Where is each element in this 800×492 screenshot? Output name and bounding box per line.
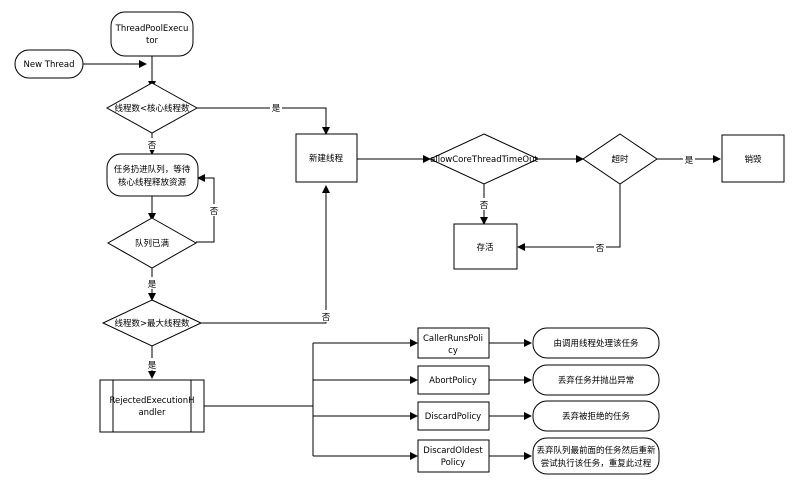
svg-text:DiscardOldest: DiscardOldest — [423, 446, 483, 456]
destroy-node: 销毁 — [721, 134, 785, 183]
svg-text:销毁: 销毁 — [744, 154, 762, 165]
caller-runs-desc-node: 由调用线程处理该任务 — [532, 327, 660, 359]
svg-text:tor: tor — [146, 36, 159, 46]
decision-timeout: 超时 — [582, 133, 658, 185]
discard-oldest-desc-node: 丢弃队列最前面的任务然后重新 尝试执行该任务，重复此过程 — [532, 437, 660, 475]
decision-queue-full: 队列已满 — [106, 217, 198, 269]
abort-desc-node: 丢弃任务并抛出异常 — [532, 364, 660, 396]
svg-text:DiscardPolicy: DiscardPolicy — [425, 412, 481, 422]
svg-text:AbortPolicy: AbortPolicy — [429, 376, 477, 386]
caller-runs-policy-node: CallerRunsPoli cy — [417, 327, 490, 359]
svg-text:ThreadPoolExecu: ThreadPoolExecu — [115, 24, 189, 34]
discard-policy-node: DiscardPolicy — [417, 401, 490, 431]
svg-text:存活: 存活 — [476, 242, 494, 253]
create-thread-node: 新建线程 — [295, 133, 358, 183]
svg-text:线程数>最大线程数: 线程数>最大线程数 — [114, 318, 190, 329]
svg-text:超时: 超时 — [611, 154, 629, 165]
svg-text:CallerRunsPoli: CallerRunsPoli — [423, 334, 483, 344]
edge-core-yes-create — [197, 107, 330, 135]
svg-text:allowCoreThreadTimeOut: allowCoreThreadTimeOut — [430, 155, 538, 165]
discard-oldest-policy-node: DiscardOldest Policy — [417, 439, 490, 473]
label-timeout-no: 否 — [596, 244, 605, 254]
executor-node: ThreadPoolExecu tor — [110, 11, 194, 57]
queue-node: 任务扔进队列，等待 核心线程释放资源 — [106, 153, 199, 197]
label-full-no: 否 — [210, 207, 219, 217]
svg-text:RejectedExecutionH: RejectedExecutionH — [109, 396, 194, 406]
abort-policy-node: AbortPolicy — [417, 365, 490, 395]
label-core-yes: 是 — [272, 104, 281, 114]
svg-text:andler: andler — [138, 408, 166, 418]
discard-desc-node: 丢弃被拒绝的任务 — [532, 400, 660, 432]
edge-labels: 是 否 否 是 否 是 否 是 否 — [146, 101, 695, 371]
label-timeout-yes: 是 — [685, 156, 694, 166]
svg-text:任务扔进队列，等待: 任务扔进队列，等待 — [114, 164, 191, 175]
svg-text:新建线程: 新建线程 — [309, 153, 344, 164]
label-max-no: 否 — [322, 313, 331, 323]
label-full-yes: 是 — [148, 280, 157, 290]
svg-text:New Thread: New Thread — [24, 60, 75, 70]
alive-node: 存活 — [453, 223, 518, 270]
svg-text:Policy: Policy — [441, 458, 465, 468]
svg-text:队列已满: 队列已满 — [135, 238, 170, 249]
new-thread-node: New Thread — [14, 49, 84, 79]
label-allow-no: 否 — [480, 201, 489, 211]
decision-core-threads: 线程数<核心线程数 — [105, 82, 199, 134]
svg-text:尝试执行该任务，重复此过程: 尝试执行该任务，重复此过程 — [541, 458, 652, 469]
handler-node: RejectedExecutionH andler — [99, 379, 205, 433]
svg-text:线程数<核心线程数: 线程数<核心线程数 — [114, 103, 190, 114]
svg-text:cy: cy — [448, 346, 458, 356]
svg-text:丢弃被拒绝的任务: 丢弃被拒绝的任务 — [562, 411, 631, 422]
edge-handler-bus — [204, 343, 314, 456]
decision-allow-core-timeout: allowCoreThreadTimeOut — [428, 133, 540, 185]
decision-max-threads: 线程数>最大线程数 — [101, 299, 203, 347]
svg-text:丢弃队列最前面的任务然后重新: 丢弃队列最前面的任务然后重新 — [536, 445, 656, 456]
edge-timeout-no-alive — [517, 184, 621, 251]
svg-text:核心线程释放资源: 核心线程释放资源 — [118, 177, 187, 188]
label-core-no: 否 — [148, 141, 157, 151]
svg-text:丢弃任务并抛出异常: 丢弃任务并抛出异常 — [558, 375, 635, 386]
label-max-yes: 是 — [148, 361, 157, 371]
edge-max-no-create — [201, 185, 330, 324]
svg-text:由调用线程处理该任务: 由调用线程处理该任务 — [553, 338, 639, 349]
